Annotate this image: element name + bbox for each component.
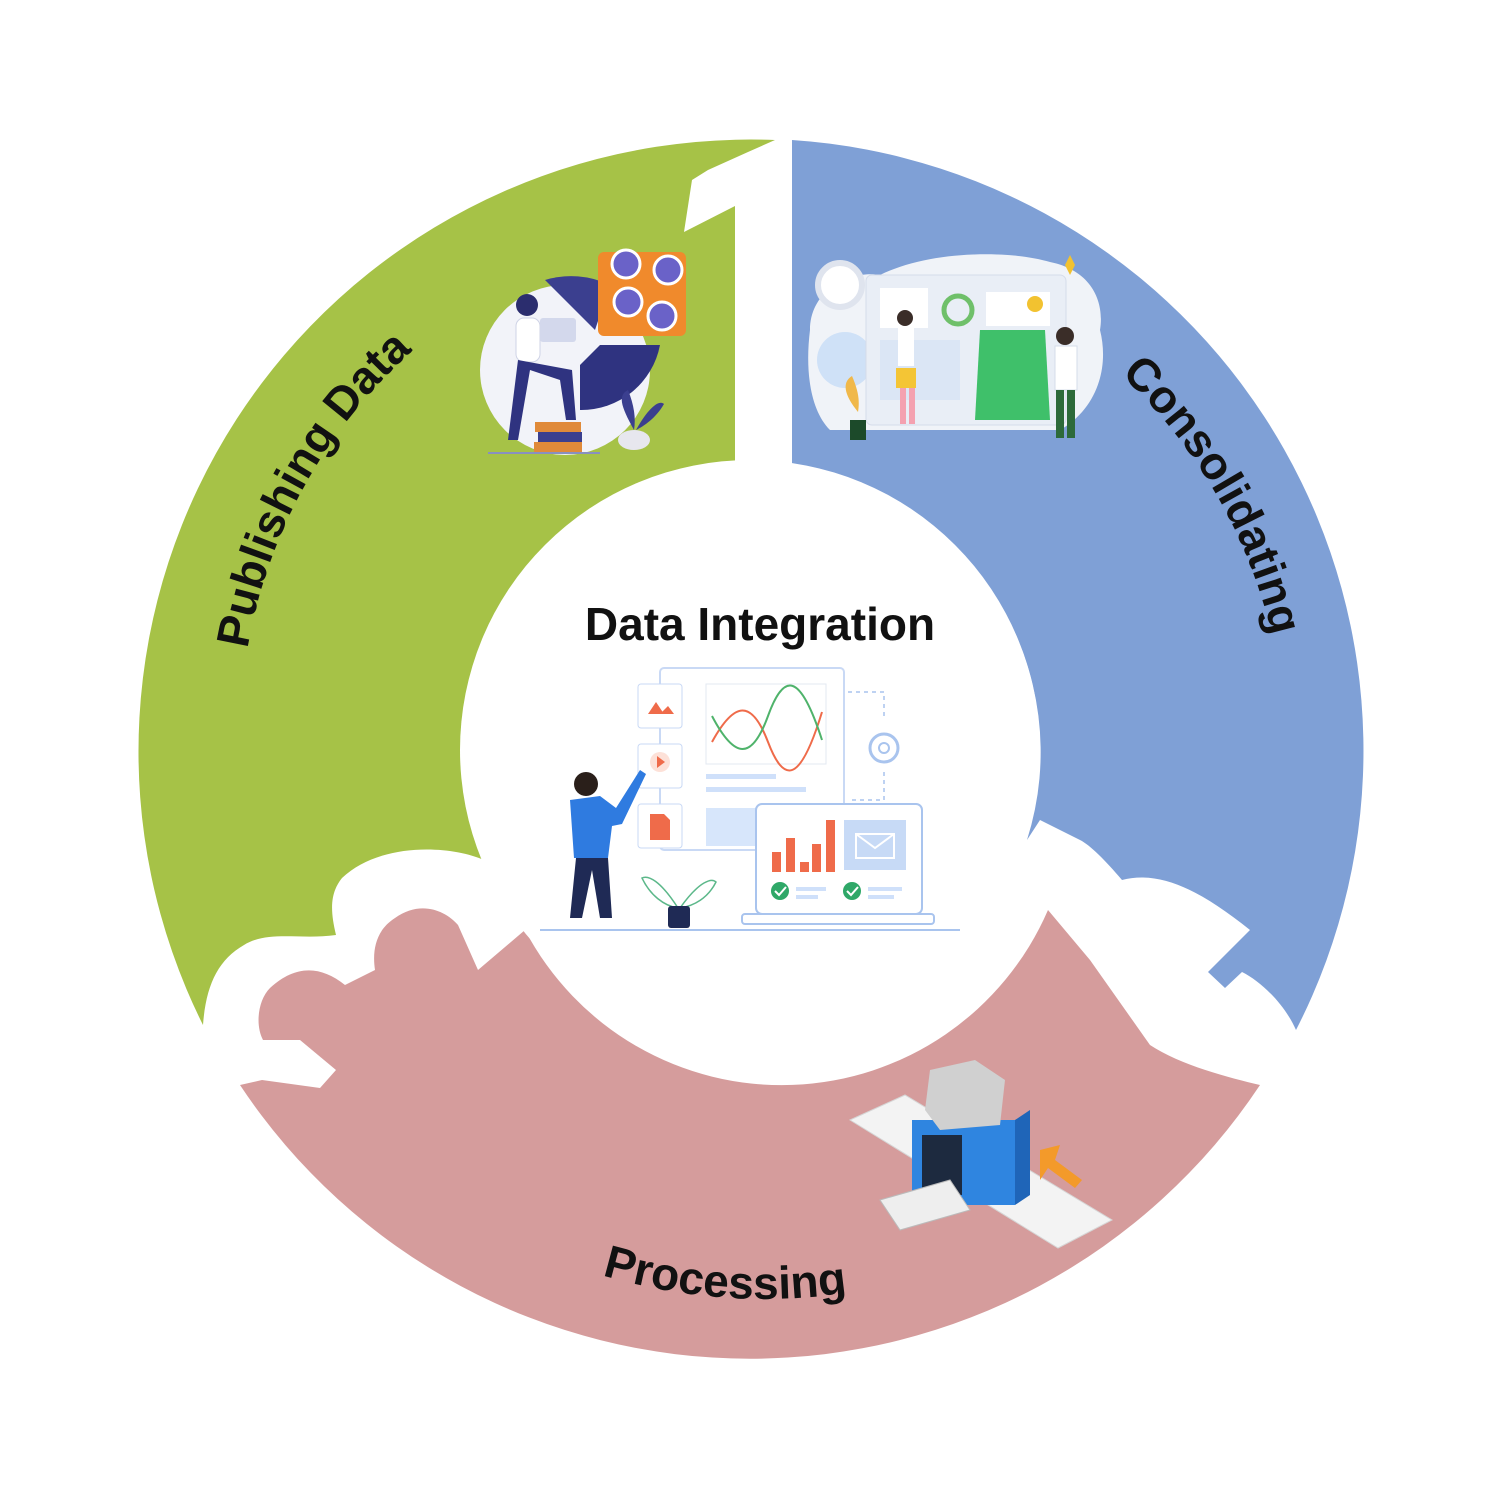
arrow-icon: [1040, 1145, 1082, 1188]
avatar-icon: [612, 286, 644, 318]
center-illustration: [540, 667, 960, 931]
document-icon: [650, 814, 670, 840]
processing-illustration: [798, 738, 1114, 1249]
segment-publishing-data: Publishing Data: [138, 139, 776, 1025]
segment-processing-shape: [240, 908, 1260, 1359]
publishing-illustration: [480, 248, 686, 455]
mail-icon: [855, 833, 895, 859]
avatar-icon: [646, 300, 678, 332]
gear-icon: [815, 260, 865, 310]
avatar-icon: [610, 248, 642, 280]
avatar-icon: [652, 254, 684, 286]
image-icon: [648, 702, 674, 714]
gear-icon: [868, 732, 900, 764]
gear-icon: [817, 332, 873, 388]
consolidating-illustration: [808, 254, 1104, 440]
segment-processing: Processing: [240, 738, 1260, 1359]
check-icon: [843, 882, 861, 900]
center-hub: Data Integration: [460, 460, 1040, 1040]
check-icon: [771, 882, 789, 900]
center-title: Data Integration: [585, 598, 935, 650]
